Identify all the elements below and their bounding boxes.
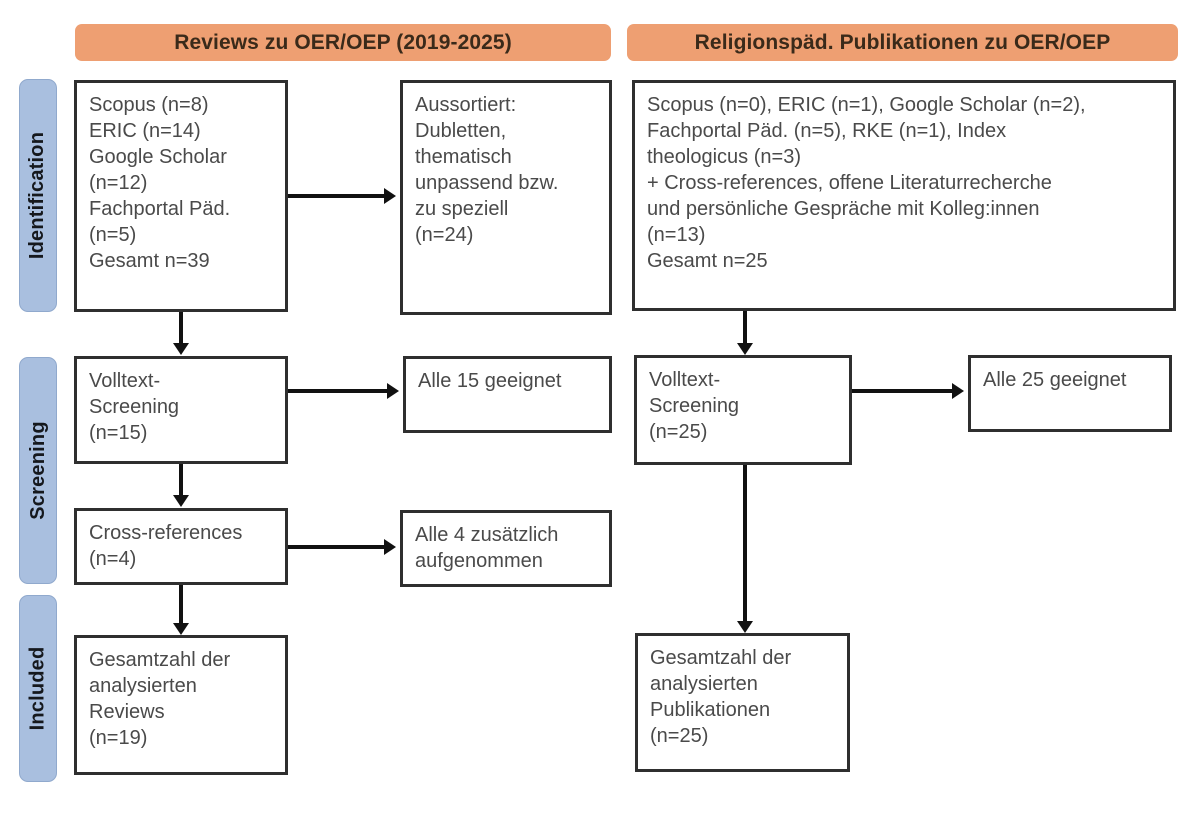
stage-pill-identification: Identification xyxy=(19,79,57,312)
connector-right-sources-to-fulltext xyxy=(743,311,747,343)
box-left-crossrefs-result-line-0: Alle 4 zusätzlich xyxy=(415,524,559,546)
box-left-excluded-line-0: Aussortiert: xyxy=(415,94,517,116)
arrowhead-left-sources-to-fulltext xyxy=(173,343,189,355)
box-right-included: Gesamtzahl der analysierten Publikatione… xyxy=(635,633,850,772)
box-left-included-line-1: analysierten xyxy=(89,675,197,697)
box-right-included-line-2: Publikationen xyxy=(650,699,771,721)
box-right-fulltext-line-0: Volltext- xyxy=(649,369,721,391)
box-left-sources-line-6: Gesamt n=39 xyxy=(89,250,210,272)
box-left-sources-line-0: Scopus (n=8) xyxy=(89,94,209,116)
box-left-excluded: Aussortiert: Dubletten, thematisch unpas… xyxy=(400,80,612,315)
arrowhead-left-fulltext-to-crossrefs xyxy=(173,495,189,507)
box-right-sources: Scopus (n=0), ERIC (n=1), Google Scholar… xyxy=(632,80,1176,311)
box-left-sources-line-3: (n=12) xyxy=(89,172,148,194)
box-left-sources-line-4: Fachportal Päd. xyxy=(89,198,231,220)
connector-right-fulltext-to-included xyxy=(743,465,747,621)
box-left-included-line-3: (n=19) xyxy=(89,727,148,749)
box-left-sources: Scopus (n=8) ERIC (n=14) Google Scholar … xyxy=(74,80,288,312)
box-left-included-line-2: Reviews xyxy=(89,701,165,723)
box-left-fulltext-line-1: Screening xyxy=(89,396,180,418)
box-right-sources-line-0: Scopus (n=0), ERIC (n=1), Google Scholar… xyxy=(647,94,1086,116)
connector-left-fulltext-to-crossrefs xyxy=(179,464,183,495)
stage-pill-screening: Screening xyxy=(19,357,57,584)
arrowhead-right-fulltext-to-included xyxy=(737,621,753,633)
box-left-crossrefs-line-0: Cross-references xyxy=(89,522,243,544)
box-left-excluded-line-1: Dubletten, xyxy=(415,120,507,142)
connector-right-fulltext-to-result xyxy=(852,389,952,393)
box-left-crossrefs-line-1: (n=4) xyxy=(89,548,137,570)
box-left-excluded-line-4: zu speziell xyxy=(415,198,509,220)
box-left-included: Gesamtzahl der analysierten Reviews (n=1… xyxy=(74,635,288,775)
connector-left-crossrefs-to-result xyxy=(288,545,384,549)
stage-pill-included: Included xyxy=(19,595,57,782)
arrowhead-right-sources-to-fulltext xyxy=(737,343,753,355)
connector-left-fulltext-to-result xyxy=(288,389,387,393)
arrowhead-left-sources-to-excluded xyxy=(384,188,396,204)
arrowhead-right-fulltext-to-result xyxy=(952,383,964,399)
box-right-sources-line-2: theologicus (n=3) xyxy=(647,146,801,168)
box-left-fulltext-line-2: (n=15) xyxy=(89,422,148,444)
arrowhead-left-crossrefs-to-included xyxy=(173,623,189,635)
box-right-sources-line-3: + Cross-references, offene Literaturrech… xyxy=(647,172,1052,194)
box-right-sources-line-1: Fachportal Päd. (n=5), RKE (n=1), Index xyxy=(647,120,1007,142)
box-left-sources-line-1: ERIC (n=14) xyxy=(89,120,201,142)
arrowhead-left-fulltext-to-result xyxy=(387,383,399,399)
box-left-crossrefs-result-line-1: aufgenommen xyxy=(415,550,543,572)
box-right-sources-line-5: (n=13) xyxy=(647,224,706,246)
box-right-included-line-1: analysierten xyxy=(650,673,758,695)
stage-label-screening: Screening xyxy=(26,421,49,520)
box-right-fulltext-line-2: (n=25) xyxy=(649,421,708,443)
connector-left-crossrefs-to-included xyxy=(179,585,183,623)
box-left-included-line-0: Gesamtzahl der xyxy=(89,649,231,671)
connector-left-sources-to-fulltext xyxy=(179,312,183,343)
box-left-sources-line-5: (n=5) xyxy=(89,224,137,246)
box-left-fulltext-result-line-0: Alle 15 geeignet xyxy=(418,370,562,392)
box-left-fulltext-screening: Volltext- Screening (n=15) xyxy=(74,356,288,464)
stage-label-identification: Identification xyxy=(26,131,49,260)
box-left-excluded-line-3: unpassend bzw. xyxy=(415,172,559,194)
box-right-sources-line-4: und persönliche Gespräche mit Kolleg:inn… xyxy=(647,198,1040,220)
box-right-included-line-3: (n=25) xyxy=(650,725,709,747)
arrowhead-left-crossrefs-to-result xyxy=(384,539,396,555)
column-header-left: Reviews zu OER/OEP (2019-2025) xyxy=(75,24,611,61)
box-right-sources-line-6: Gesamt n=25 xyxy=(647,250,768,272)
stage-label-included: Included xyxy=(26,646,49,731)
box-left-sources-line-2: Google Scholar xyxy=(89,146,227,168)
connector-left-sources-to-excluded xyxy=(288,194,384,198)
box-left-crossrefs: Cross-references (n=4) xyxy=(74,508,288,585)
box-right-fulltext-screening: Volltext- Screening (n=25) xyxy=(634,355,852,465)
box-right-fulltext-line-1: Screening xyxy=(649,395,740,417)
box-right-included-line-0: Gesamtzahl der xyxy=(650,647,792,669)
box-left-crossrefs-result: Alle 4 zusätzlich aufgenommen xyxy=(400,510,612,587)
box-right-fulltext-result-line-0: Alle 25 geeignet xyxy=(983,369,1127,391)
column-header-right: Religionspäd. Publikationen zu OER/OEP xyxy=(627,24,1178,61)
box-left-fulltext-line-0: Volltext- xyxy=(89,370,161,392)
box-left-fulltext-result: Alle 15 geeignet xyxy=(403,356,612,433)
box-left-excluded-line-2: thematisch xyxy=(415,146,512,168)
box-left-excluded-line-5: (n=24) xyxy=(415,224,474,246)
box-right-fulltext-result: Alle 25 geeignet xyxy=(968,355,1172,432)
